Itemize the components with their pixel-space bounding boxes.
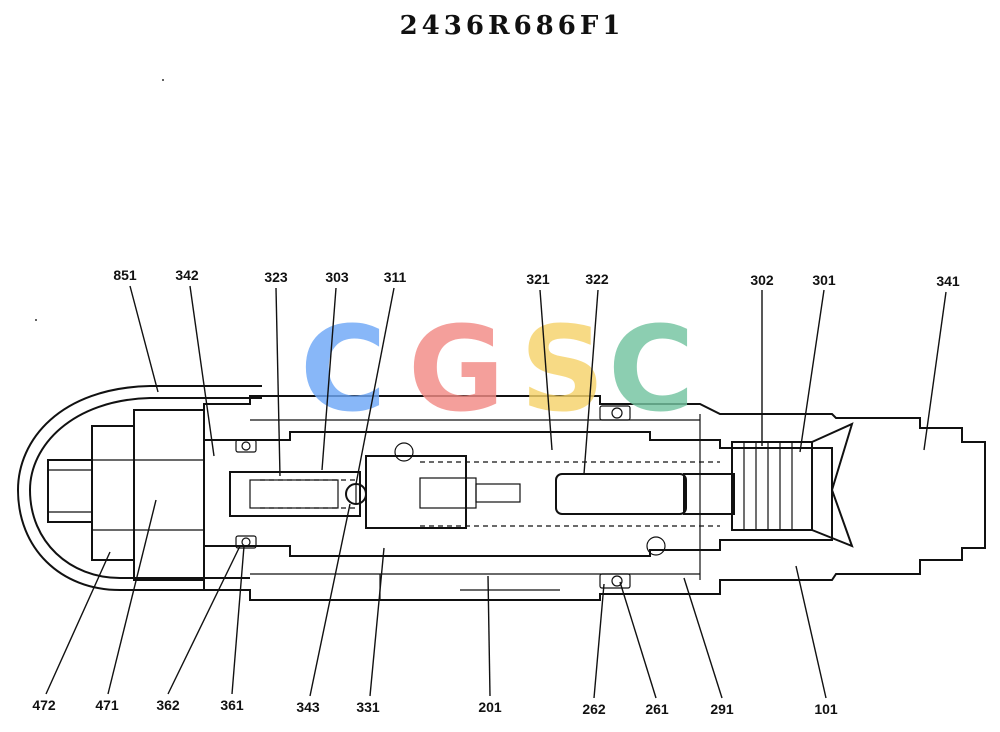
callout-851: 851 [113, 267, 137, 283]
end-nut-472 [47, 425, 135, 561]
document-title: 2436R686F1 [400, 11, 625, 41]
end-cap-471 [133, 409, 205, 581]
top-callouts: 851 342 323 303 311 321 322 302 301 341 [113, 267, 960, 289]
callout-362: 362 [156, 697, 180, 713]
callout-311: 311 [384, 269, 407, 285]
callout-301: 301 [812, 272, 836, 288]
watermark-letter-s: S [520, 300, 605, 438]
callout-261: 261 [645, 701, 669, 717]
callout-262: 262 [582, 701, 606, 717]
callout-201: 201 [478, 699, 502, 715]
callout-331: 331 [356, 699, 380, 715]
callout-361: 361 [220, 697, 244, 713]
callout-472: 472 [32, 697, 56, 713]
callout-471: 471 [95, 697, 119, 713]
callout-322: 322 [585, 271, 609, 287]
callout-291: 291 [710, 701, 734, 717]
callout-341: 341 [936, 273, 960, 289]
callout-323: 323 [264, 269, 288, 285]
callout-101: 101 [814, 701, 838, 717]
watermark-letter-c2: C [608, 300, 695, 438]
watermark-letter-g: G [408, 300, 505, 438]
spool-assembly [229, 422, 854, 548]
callout-303: 303 [325, 269, 349, 285]
inner-bore [203, 431, 833, 557]
callout-302: 302 [750, 272, 774, 288]
bottom-callouts: 472 471 362 361 343 331 201 262 261 291 … [32, 697, 838, 717]
watermark-letter-c1: C [300, 300, 387, 438]
o-rings [235, 405, 666, 589]
leader-lines [45, 285, 947, 699]
callout-321: 321 [526, 271, 550, 287]
watermark: C G S C [300, 300, 695, 438]
speck [162, 79, 164, 81]
cable-guard-851 [16, 385, 262, 591]
callout-342: 342 [175, 267, 199, 283]
speck [35, 319, 37, 321]
callout-343: 343 [296, 699, 320, 715]
